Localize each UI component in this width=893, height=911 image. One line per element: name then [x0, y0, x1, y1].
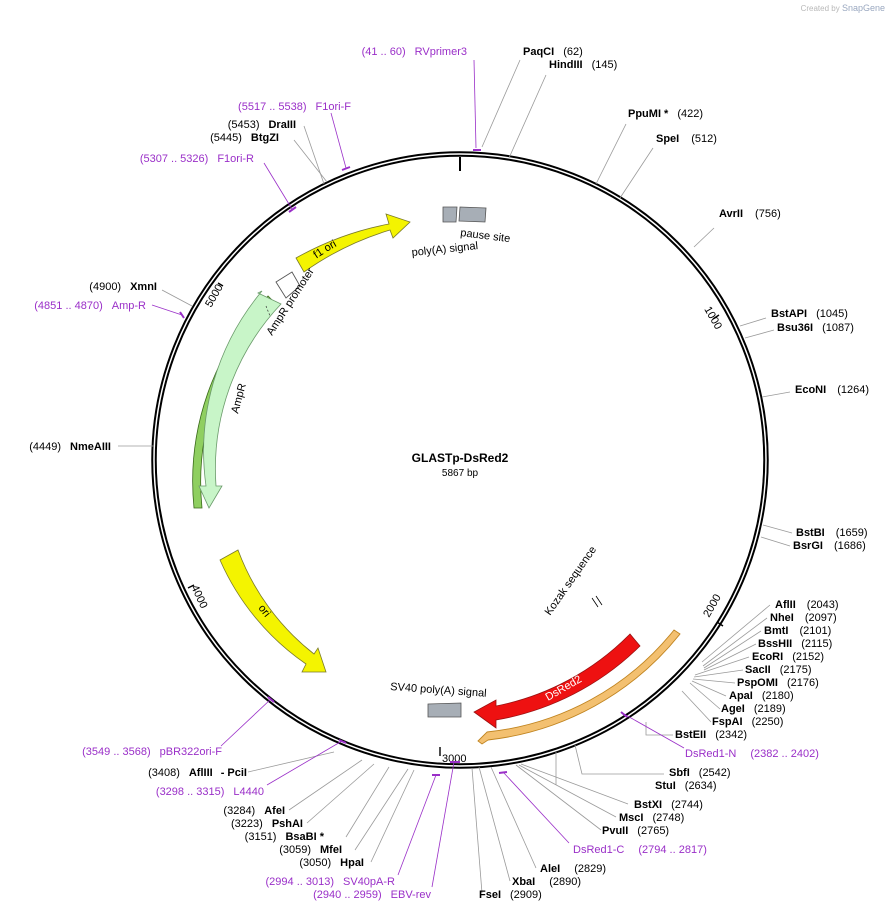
site-xmni: (4900)XmnI: [89, 281, 157, 293]
feature-dsred2[interactable]: [473, 633, 641, 729]
primer-ebv-rev: (2940 .. 2959)EBV-rev: [313, 889, 431, 901]
site-econi: EcoNI(1264): [795, 384, 869, 396]
credit-prefix: Created by: [800, 4, 840, 13]
site-agei: AgeI(2189): [721, 703, 786, 715]
primer-leaders: [151, 59, 685, 888]
site-spei: SpeI(512): [656, 133, 717, 145]
site-sacii: SacII(2175): [745, 664, 811, 676]
snapgene-logo: SnapGene: [841, 3, 885, 13]
site-xbai: XbaI(2890): [512, 876, 581, 888]
site-alei: AleI(2829): [540, 863, 606, 875]
label-ampr: AmpR: [229, 382, 249, 415]
plasmid-name: GLASTp-DsRed2: [412, 451, 509, 465]
site-draiii: (5453)DraIII: [228, 119, 296, 131]
dsred-cds-arrow: [477, 629, 681, 745]
site-bstbi: BstBI(1659): [796, 527, 868, 539]
site-bsshii: BssHII(2115): [758, 638, 832, 650]
site-pshai: (3223)PshAI: [231, 818, 303, 830]
primer-l4440: (3298 .. 3315)L4440: [156, 786, 264, 798]
feature-pause-site[interactable]: [458, 206, 487, 223]
plasmid-length: 5867 bp: [442, 468, 479, 479]
site-fspai: FspAI(2250): [712, 716, 783, 728]
site-fsei: FseI(2909): [479, 889, 542, 901]
site-msci: MscI(2748): [619, 812, 684, 824]
site-bsabi: (3151)BsaBI *: [245, 831, 325, 843]
feature-ampr-promoter[interactable]: [275, 271, 301, 299]
tick-3000: 3000: [442, 753, 466, 765]
site-pvuii: PvuII(2765): [602, 825, 669, 837]
primer-sv40pa-r: (2994 .. 3013)SV40pA-R: [266, 876, 396, 888]
site-mfei: (3059)MfeI: [279, 844, 342, 856]
primer-dsred1-n: DsRed1-N(2382 .. 2402): [685, 748, 819, 760]
feature-sv40-polya[interactable]: [427, 702, 462, 718]
site-bstapi: BstAPI(1045): [771, 308, 848, 320]
kozak-mark-1: [591, 597, 599, 608]
site-sbfi: SbfI(2542): [669, 767, 731, 779]
site-afliii: (3408)AflIII- PciI: [148, 767, 247, 779]
site-nhei: NheI(2097): [770, 612, 837, 624]
label-ori: ori: [256, 602, 273, 619]
tick-1000: 1000: [701, 305, 724, 332]
site-bstxi: BstXI(2744): [634, 799, 703, 811]
site-ecori: EcoRI(2152): [752, 651, 824, 663]
site-paqci: PaqCI(62): [523, 46, 583, 58]
feature-ampr[interactable]: [198, 290, 282, 509]
site-afei: (3284)AfeI: [223, 805, 285, 817]
site-avrii: AvrII(756): [719, 208, 781, 220]
ampr-divider: [265, 305, 271, 317]
site-hindiii: HindIII(145): [549, 59, 617, 71]
site-nmeaiii: (4449)NmeAIII: [29, 441, 111, 453]
site-pspomi: PspOMI(2176): [737, 677, 819, 689]
primer-f1ori-f: (5517 .. 5538)F1ori-F: [238, 101, 351, 113]
label-sv40-polya: SV40 poly(A) signal: [390, 681, 487, 700]
site-bsu36i: Bsu36I(1087): [777, 322, 854, 334]
primer-rvprimer3: (41 .. 60)RVprimer3: [362, 46, 467, 58]
site-bsteii: BstEII(2342): [675, 729, 747, 741]
site-stui: StuI(2634): [655, 780, 717, 792]
credit-text: Created by SnapGene: [801, 3, 885, 13]
site-ppumi: PpuMI *(422): [628, 108, 703, 120]
kozak-mark-2: [595, 595, 603, 606]
site-leaders: [118, 59, 793, 894]
primer-dsred1-c: DsRed1-C(2794 .. 2817): [573, 844, 707, 856]
site-hpai: (3050)HpaI: [299, 857, 364, 869]
label-polya-signal: poly(A) signal: [411, 240, 479, 259]
site-btgzi: (5445)BtgZI: [210, 132, 279, 144]
primer-amp-r: (4851 .. 4870)Amp-R: [34, 300, 146, 312]
primer-pbr322ori-f: (3549 .. 3568)pBR322ori-F: [82, 746, 222, 758]
primer-f1ori-r: (5307 .. 5326)F1ori-R: [140, 153, 254, 165]
feature-f1-ori[interactable]: [295, 213, 411, 273]
site-aflii: AflII(2043): [775, 599, 839, 611]
site-bsrgi: BsrGI(1686): [793, 540, 866, 552]
feature-ori[interactable]: [219, 549, 327, 673]
feature-polya-signal[interactable]: [442, 206, 458, 223]
label-kozak: Kozak sequence: [543, 544, 599, 618]
backbone: [151, 151, 769, 769]
site-bmti: BmtI(2101): [764, 625, 831, 637]
site-apai: ApaI(2180): [729, 690, 794, 702]
